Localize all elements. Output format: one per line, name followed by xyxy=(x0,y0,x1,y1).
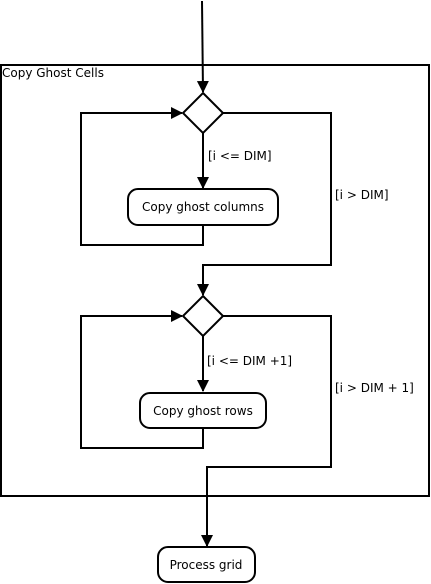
loop-back-columns xyxy=(80,107,204,246)
exit-flow-rows xyxy=(201,315,332,547)
region-label: Copy Ghost Cells xyxy=(2,66,104,80)
guard-rows-exit: [i > DIM + 1] xyxy=(335,381,414,395)
guard-rows-continue: [i <= DIM +1] xyxy=(207,354,292,368)
guard-columns-exit: [i > DIM] xyxy=(335,188,389,202)
action-copy-ghost-columns-label: Copy ghost columns xyxy=(142,200,264,214)
loop-back-rows xyxy=(80,310,204,449)
decision-node-columns xyxy=(181,91,225,135)
decision-node-rows xyxy=(181,294,225,338)
action-process-grid-label: Process grid xyxy=(170,558,243,572)
action-copy-ghost-rows-label: Copy ghost rows xyxy=(153,404,253,418)
guard-columns-continue: [i <= DIM] xyxy=(208,149,272,163)
incoming-flow xyxy=(196,0,209,93)
copy-ghost-cells-region xyxy=(0,64,430,497)
action-process-grid xyxy=(157,546,256,583)
exit-flow-columns xyxy=(197,112,332,296)
